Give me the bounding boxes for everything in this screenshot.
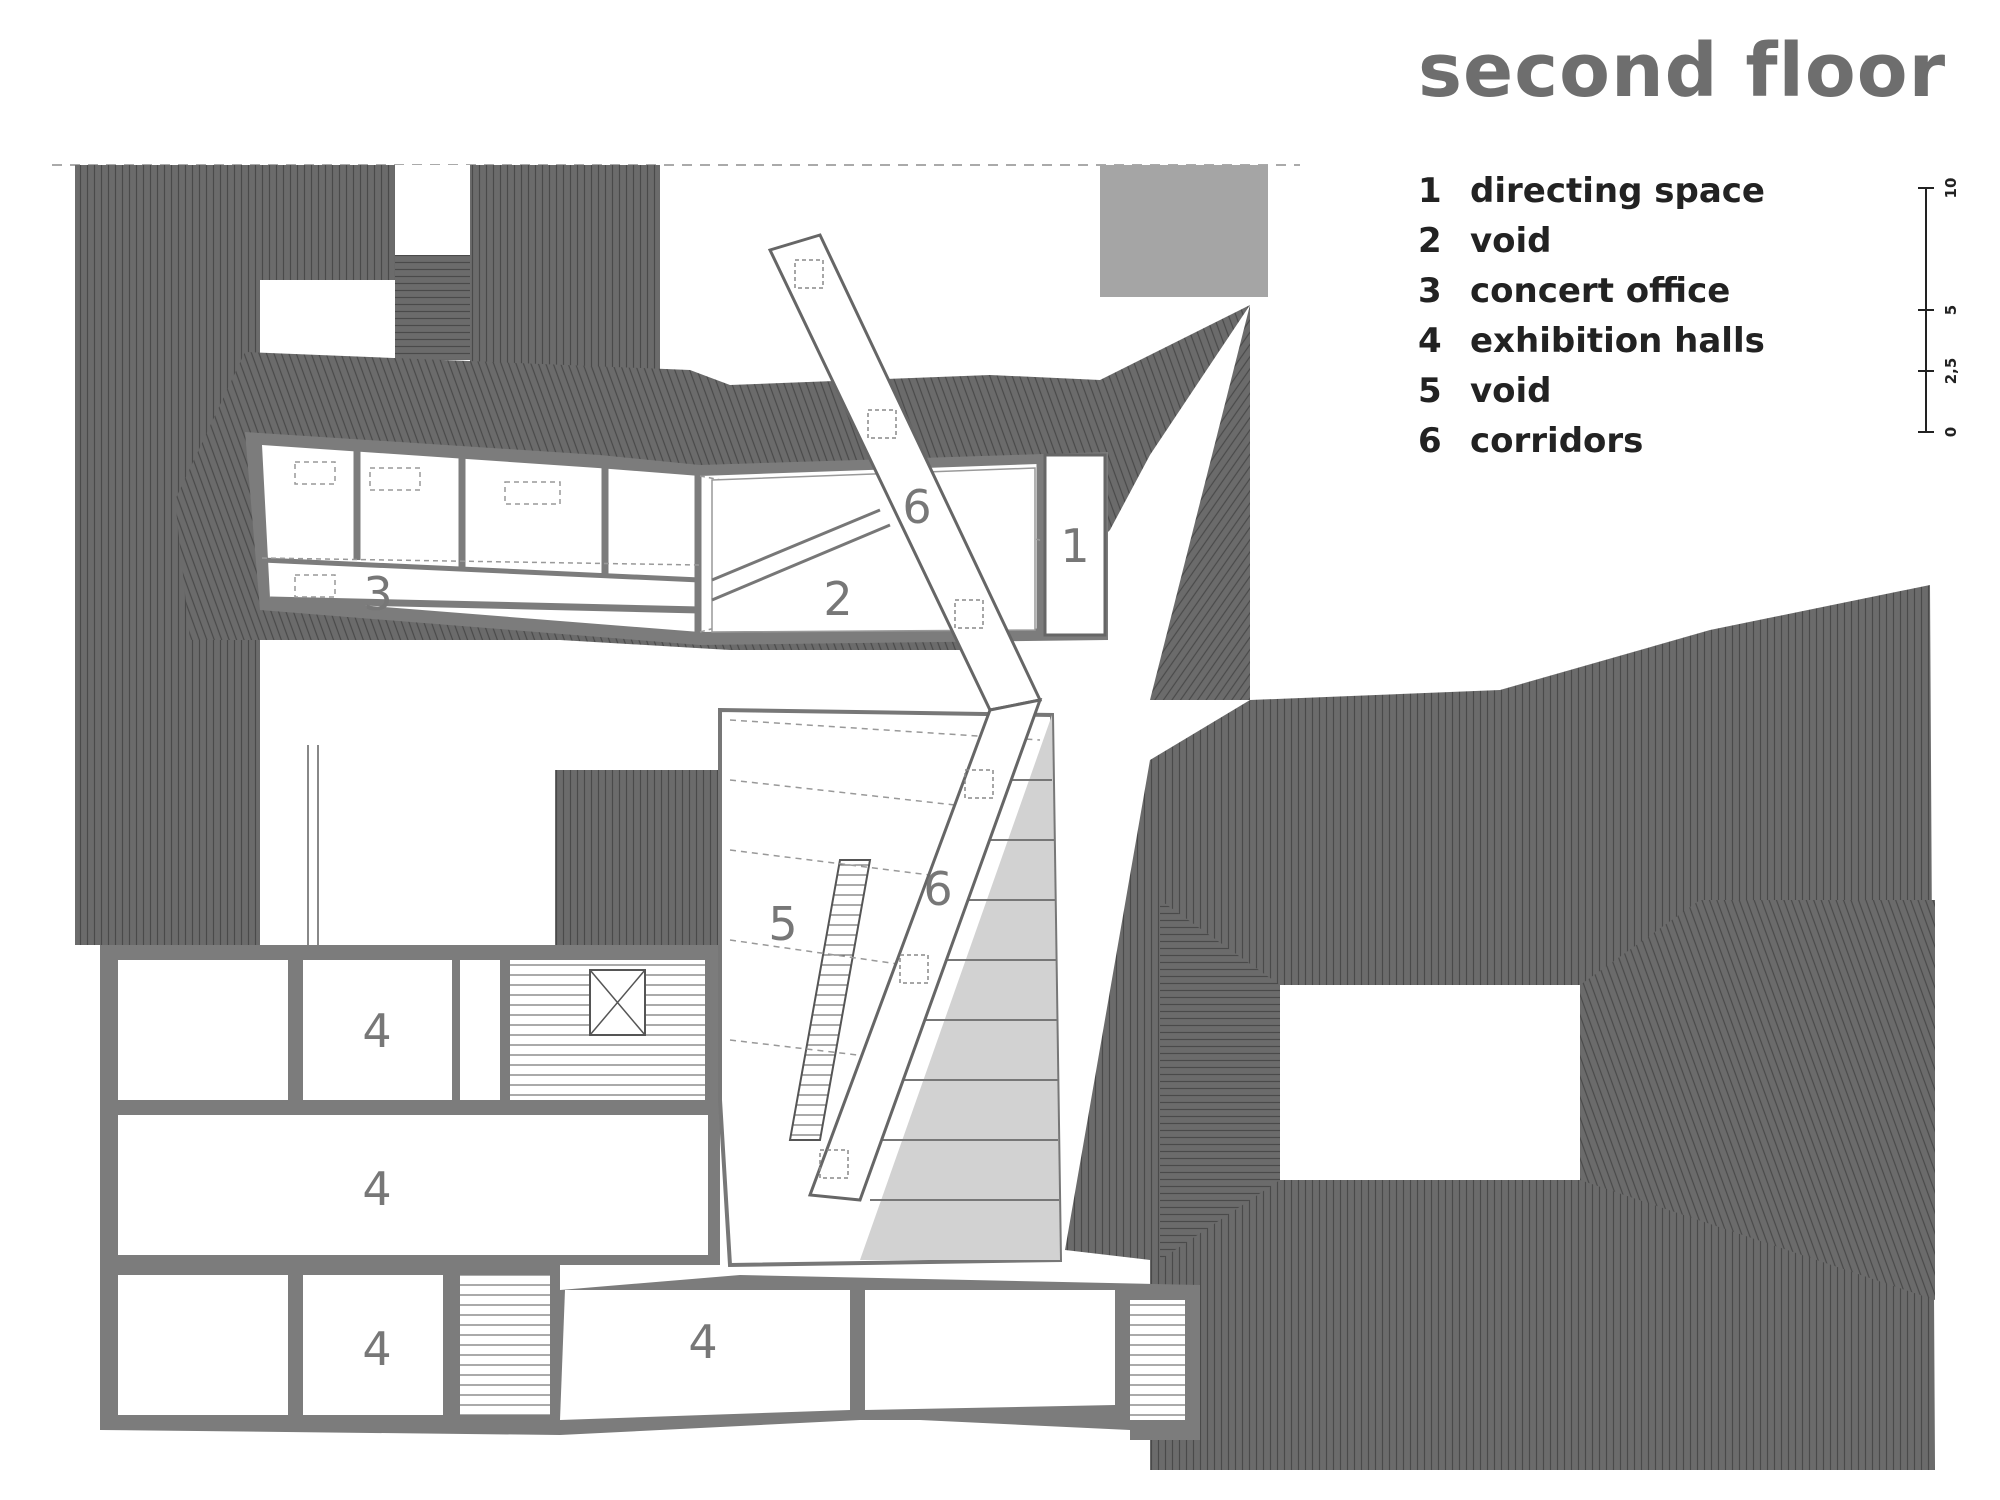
roof-right-block (1065, 305, 1935, 1470)
legend-number: 5 (1418, 371, 1442, 411)
room-label-hall-b: 4 (362, 1162, 391, 1216)
legend-item: 3 concert office (1418, 266, 1838, 316)
legend: 1 directing space 2 void 3 concert office 4… (1418, 166, 1838, 466)
room-label-corridor-b: 6 (923, 862, 952, 916)
legend-number: 2 (1418, 221, 1442, 261)
room-label-void-b: 5 (768, 897, 797, 951)
scale-bar: 10 5 2,5 0 (1918, 178, 1960, 437)
room-label-hall-d: 4 (688, 1315, 717, 1369)
legend-number: 4 (1418, 321, 1442, 361)
scale-tick-0: 0 (1942, 427, 1960, 437)
scale-tick-10: 10 (1942, 178, 1960, 199)
legend-number: 6 (1418, 421, 1442, 461)
scale-tick-5: 5 (1942, 305, 1960, 315)
scale-tick-2-5: 2,5 (1942, 358, 1960, 385)
legend-item: 2 void (1418, 216, 1838, 266)
plan-title: second floor (1418, 28, 1947, 114)
legend-label: void (1470, 221, 1552, 261)
corridors (767, 233, 1043, 1202)
lower-left-wing (100, 945, 1200, 1440)
room-label-concert-office: 3 (363, 567, 392, 621)
room-label-hall-c: 4 (362, 1322, 391, 1376)
room-label-corridor-a: 6 (902, 480, 931, 534)
plain-block (1100, 165, 1268, 297)
legend-label: directing space (1470, 171, 1765, 211)
legend-item: 6 corridors (1418, 416, 1838, 466)
room-label-directing-space: 1 (1060, 519, 1089, 573)
legend-label: corridors (1470, 421, 1644, 461)
legend-item: 5 void (1418, 366, 1838, 416)
legend-item: 4 exhibition halls (1418, 316, 1838, 366)
legend-number: 1 (1418, 171, 1442, 211)
legend-label: void (1470, 371, 1552, 411)
legend-item: 1 directing space (1418, 166, 1838, 216)
legend-number: 3 (1418, 271, 1442, 311)
room-label-void-a: 2 (823, 572, 852, 626)
legend-label: concert office (1470, 271, 1731, 311)
directing-space (1043, 453, 1107, 637)
room-label-hall-a: 4 (362, 1004, 391, 1058)
legend-label: exhibition halls (1470, 321, 1765, 361)
room-labels: 1 2 3 6 6 5 4 4 4 4 (362, 480, 1089, 1376)
